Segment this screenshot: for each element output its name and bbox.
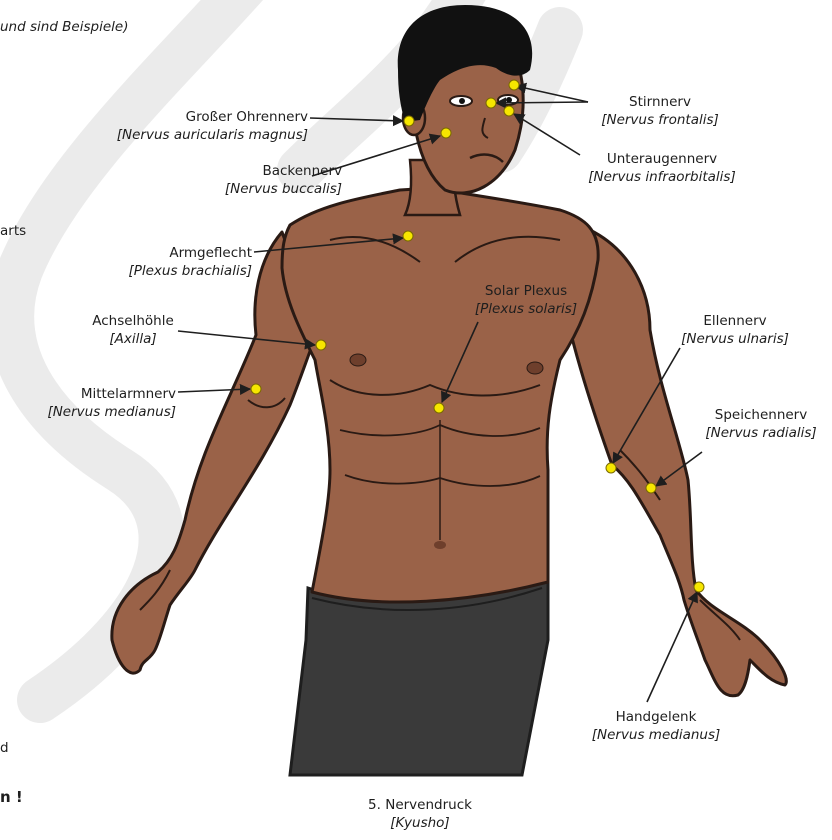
yellow-dot-icon: [441, 128, 451, 138]
label-la: [Nervus medianus]: [574, 726, 738, 744]
label-de: Handgelenk: [574, 708, 738, 726]
label-de: Speichennerv: [690, 406, 832, 424]
label-de: Ellennerv: [660, 312, 810, 330]
yellow-dot-icon: [316, 340, 326, 350]
label-mittelarmnerv: Mittelarmnerv [Nervus medianus]: [47, 385, 176, 421]
label-la: [Nervus radialis]: [690, 424, 832, 442]
header-fragment: und sind Beispiele): [0, 18, 128, 36]
yellow-dot-icon: [434, 403, 444, 413]
label-unteraugennerv: Unteraugennerv [Nervus infraorbitalis]: [562, 150, 762, 186]
label-de: Mittelarmnerv: [47, 385, 176, 403]
label-la: [Nervus buccalis]: [225, 180, 342, 198]
right-arm: [570, 230, 786, 696]
arrow-handgelenk: [647, 592, 697, 702]
label-armgeflecht: Armgeflecht [Plexus brachialis]: [128, 244, 252, 280]
label-la: [Nervus infraorbitalis]: [562, 168, 762, 186]
label-de: Solar Plexus: [456, 282, 596, 300]
caption-title: 5. Nervendruck: [330, 796, 510, 814]
label-la: [Plexus brachialis]: [128, 262, 252, 280]
yellow-dot-icon: [606, 463, 616, 473]
yellow-dot-icon: [509, 80, 519, 90]
yellow-dot-icon: [251, 384, 261, 394]
label-la: [Axilla]: [78, 330, 188, 348]
label-de: Großer Ohrennerv: [117, 108, 308, 126]
label-de: Stirnnerv: [580, 93, 740, 111]
label-la: [Nervus medianus]: [47, 403, 176, 421]
yellow-dot-icon: [646, 483, 656, 493]
label-de: Achselhöhle: [78, 312, 188, 330]
label-de: Backennerv: [225, 162, 342, 180]
label-la: [Plexus solaris]: [456, 300, 596, 318]
yellow-dot-icon: [403, 231, 413, 241]
label-stirnnerv: Stirnnerv [Nervus frontalis]: [580, 93, 740, 129]
label-speichennerv: Speichennerv [Nervus radialis]: [690, 406, 832, 442]
side-fragment-arts: arts: [0, 222, 26, 240]
side-fragment-n: n !: [0, 788, 23, 806]
arrow-stirnnerv-b: [496, 102, 588, 103]
yellow-dot-icon: [404, 116, 414, 126]
label-la: [Nervus ulnaris]: [660, 330, 810, 348]
side-fragment-d: d: [0, 739, 9, 757]
label-ellennerv: Ellennerv [Nervus ulnaris]: [660, 312, 810, 348]
label-achselhoehle: Achselhöhle [Axilla]: [78, 312, 188, 348]
label-la: [Nervus auricularis magnus]: [117, 126, 308, 144]
yellow-dot-icon: [504, 106, 514, 116]
yellow-dot-icon: [694, 582, 704, 592]
label-de: Unteraugennerv: [562, 150, 762, 168]
yellow-dot-icon: [486, 98, 496, 108]
trousers: [290, 578, 548, 775]
label-ohrennerv: Großer Ohrennerv [Nervus auricularis mag…: [117, 108, 308, 144]
label-backennerv: Backennerv [Nervus buccalis]: [225, 162, 342, 198]
caption-subtitle: [Kyusho]: [330, 814, 510, 832]
label-de: Armgeflecht: [128, 244, 252, 262]
figure-caption: 5. Nervendruck [Kyusho]: [330, 796, 510, 832]
label-la: [Nervus frontalis]: [580, 111, 740, 129]
label-handgelenk: Handgelenk [Nervus medianus]: [574, 708, 738, 744]
label-solar: Solar Plexus [Plexus solaris]: [456, 282, 596, 318]
